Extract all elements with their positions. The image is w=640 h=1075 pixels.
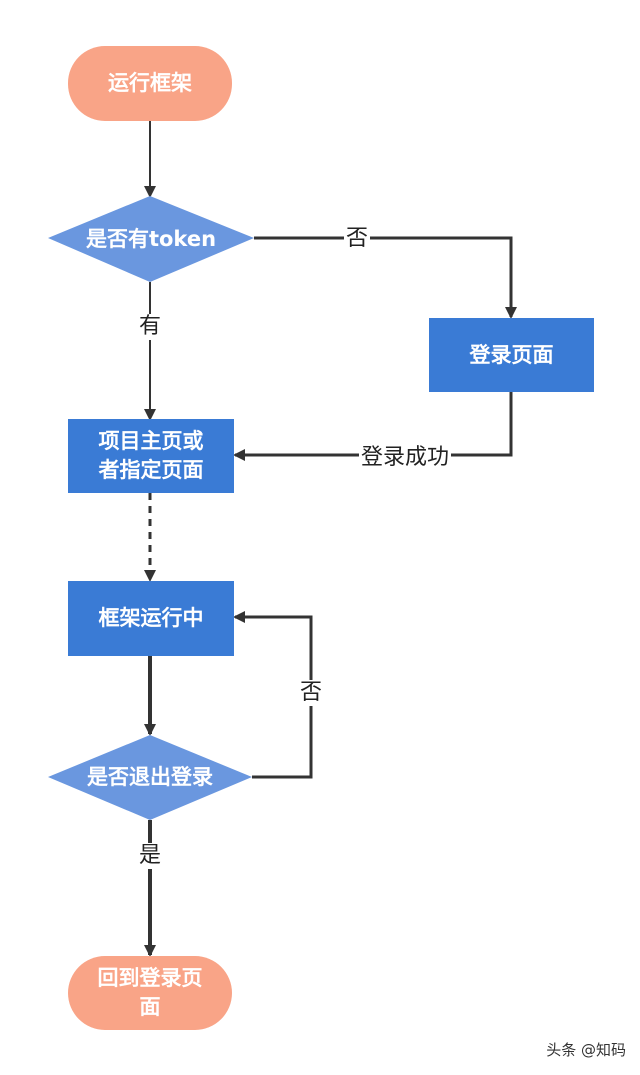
- watermark: 头条 @知码: [546, 1041, 626, 1059]
- has-token-decision: [48, 196, 254, 282]
- edge-token-no: [254, 236, 517, 319]
- login-page-label: 登录页面: [469, 342, 554, 367]
- has-token-label: 是否有token: [85, 226, 217, 251]
- logout-check-label: 是否退出登录: [87, 765, 213, 789]
- start-node: [68, 46, 232, 121]
- edge-label-login-success: 登录成功: [358, 445, 452, 471]
- login-page-node: [429, 318, 594, 392]
- running-label: 框架运行中: [98, 606, 204, 630]
- start-node-label: 运行框架: [108, 71, 192, 95]
- back-to-login-node: [68, 956, 232, 1030]
- edge-label-logout-yes: 是: [136, 843, 164, 869]
- home-page-label: 项目主页或 者指定页面: [98, 429, 204, 482]
- logout-decision: [48, 735, 252, 820]
- home-page-node: [68, 419, 234, 493]
- running-node: [68, 581, 234, 656]
- back-to-login-label: 回到登录页 面: [97, 966, 203, 1019]
- edge-label-has-token: 有: [136, 314, 164, 340]
- edge-label-not-logout: 否: [297, 680, 325, 706]
- edge-login-success: [233, 392, 513, 461]
- edge-label-no-token: 否: [343, 226, 371, 252]
